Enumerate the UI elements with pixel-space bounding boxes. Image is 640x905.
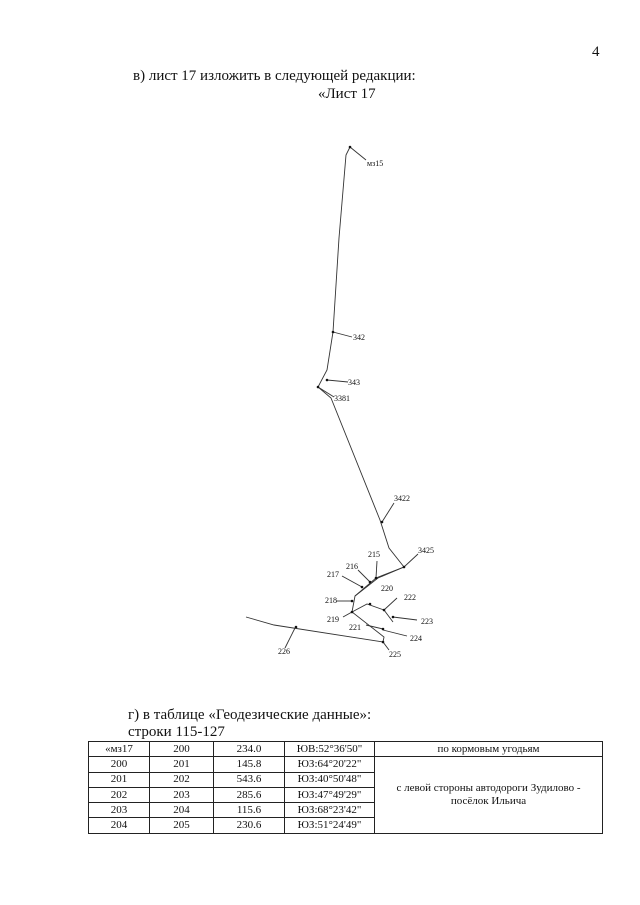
label-3381: 3381 [334, 394, 350, 403]
label-219: 219 [327, 615, 339, 624]
label-220: 220 [381, 584, 393, 593]
label-226: 226 [278, 647, 290, 656]
label-225: 225 [389, 650, 401, 659]
geodetic-data-table: «мз17 200 234.0 ЮВ:52°36'50" по кормовым… [88, 740, 603, 834]
boundary-map: мз15 342 343 3381 3422 3425 215 216 217 … [245, 145, 434, 659]
label-3422: 3422 [394, 494, 410, 503]
table-cell: 202 [88, 786, 150, 804]
inner-boundary-line [354, 566, 405, 597]
page-number: 4 [592, 44, 600, 60]
label-218: 218 [325, 596, 337, 605]
table-cell: ЮЗ:51°24'49" [284, 817, 375, 834]
section-heading-g: г) в таблице «Геодезические данные»: [128, 707, 372, 723]
sheet-title: «Лист 17 [318, 86, 376, 102]
label-224: 224 [410, 634, 422, 643]
table-cell: 203 [149, 786, 214, 804]
table-row: 201 202 543.6 ЮЗ:40°50'48" [88, 771, 603, 788]
table-cell: 204 [149, 802, 214, 819]
label-221: 221 [349, 623, 361, 632]
table-cell: 203 [88, 802, 150, 819]
label-342: 342 [353, 333, 365, 342]
label-216: 216 [346, 562, 358, 571]
note-cell-main: с левой стороны автодороги Зудилово - по… [374, 756, 603, 834]
table-cell: ЮЗ:47°49'29" [284, 786, 375, 804]
table-cell: 201 [88, 771, 150, 788]
table-cell: ЮЗ:68°23'42" [284, 802, 375, 819]
table-cell: 201 [149, 756, 214, 773]
table-cell: 204 [88, 817, 150, 834]
table-cell: 230.6 [213, 817, 285, 834]
rows-reference: строки 115-127 [128, 724, 225, 740]
table-cell: 115.6 [213, 802, 285, 819]
table-row: 203 204 115.6 ЮЗ:68°23'42" [88, 802, 603, 819]
table-row: 200 201 145.8 ЮЗ:64°20'22" с левой сторо… [88, 756, 603, 834]
table-row: 204 205 230.6 ЮЗ:51°24'49" [88, 817, 603, 834]
table-cell: ЮЗ:40°50'48" [284, 771, 375, 788]
label-3425: 3425 [418, 546, 434, 555]
table-row: «мз17 200 234.0 ЮВ:52°36'50" по кормовым… [88, 740, 603, 758]
table-cell: 200 [149, 740, 214, 758]
table-cell: 543.6 [213, 771, 285, 788]
label-ms15: мз15 [367, 159, 383, 168]
label-343: 343 [348, 378, 360, 387]
table-cell: 205 [149, 817, 214, 834]
table-cell: 202 [149, 771, 214, 788]
label-222: 222 [404, 593, 416, 602]
table-cell: «мз17 [88, 740, 150, 758]
table-cell: ЮВ:52°36'50" [284, 740, 375, 758]
table-cell: ЮЗ:64°20'22" [284, 756, 375, 773]
label-217: 217 [327, 570, 339, 579]
label-215: 215 [368, 550, 380, 559]
table-cell: 200 [88, 756, 150, 773]
note-cell-top: по кормовым угодьям [374, 740, 603, 758]
table-cell: 285.6 [213, 786, 285, 804]
table-cell: 145.8 [213, 756, 285, 773]
label-223: 223 [421, 617, 433, 626]
boundary-line [245, 146, 405, 643]
inner-boundary-line-2 [351, 603, 394, 623]
section-heading-v: в) лист 17 изложить в следующей редакции… [133, 68, 416, 84]
table-cell: 234.0 [213, 740, 285, 758]
